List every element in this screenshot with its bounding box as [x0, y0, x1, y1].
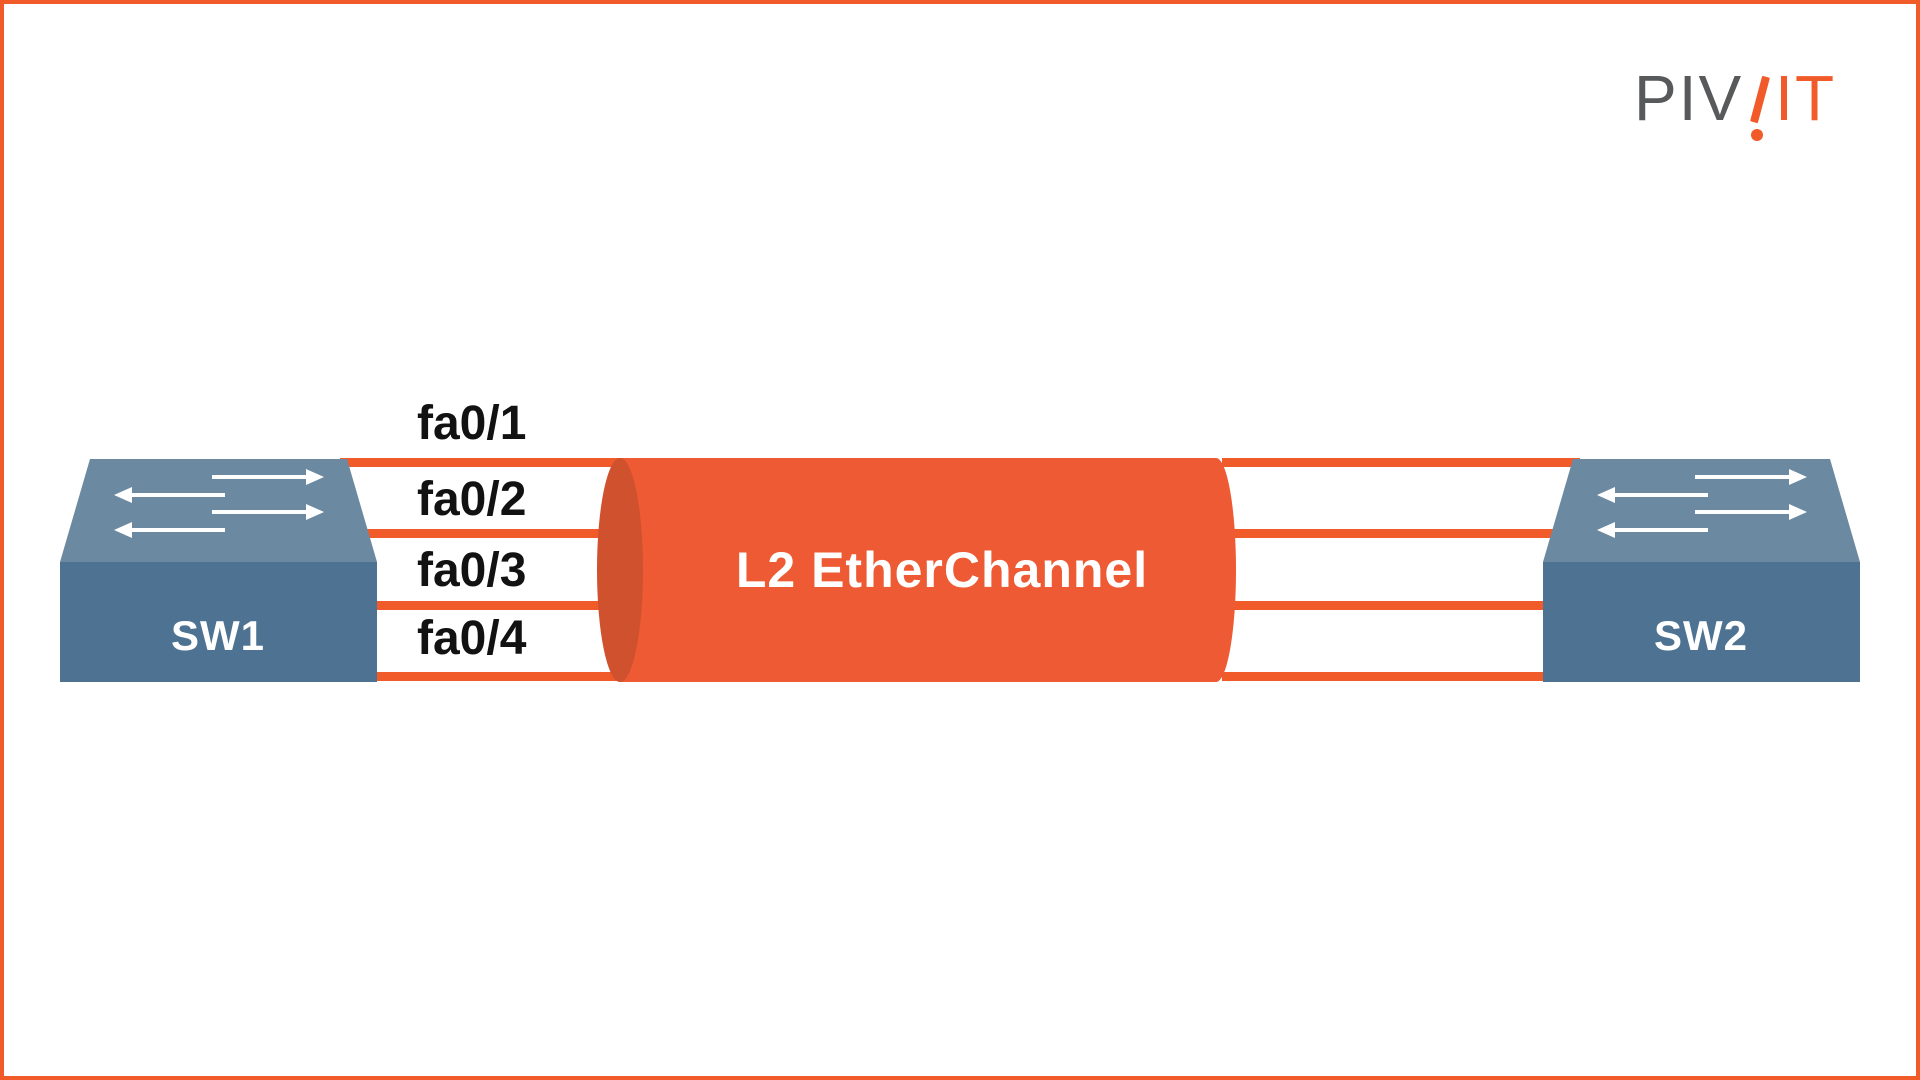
switch-sw2: SW2	[1543, 459, 1860, 682]
port-label-fa0-2: fa0/2	[417, 473, 527, 526]
logo-exclamation-bar	[1750, 75, 1771, 124]
traffic-arrow-right-icon	[212, 469, 324, 485]
logo-exclamation-dot	[1751, 129, 1764, 141]
logo-exclamation-icon	[1749, 66, 1771, 146]
switch-front-face	[60, 562, 377, 682]
traffic-arrow-right-icon	[212, 504, 324, 520]
link-line-right-4	[1222, 672, 1580, 681]
link-line-left-fa0-1	[340, 458, 642, 467]
etherchannel-label: L2 EtherChannel	[735, 542, 1149, 598]
link-line-left-fa0-3	[340, 601, 642, 610]
traffic-arrow-right-icon	[1695, 469, 1807, 485]
switch-label: SW2	[1654, 612, 1748, 659]
traffic-arrow-left-icon	[1597, 522, 1708, 538]
etherchannel-cylinder: L2 EtherChannel	[620, 458, 1236, 682]
traffic-arrow-left-icon	[1597, 487, 1708, 503]
traffic-arrow-right-icon	[1695, 504, 1807, 520]
traffic-arrow-left-icon	[114, 487, 225, 503]
port-label-fa0-3: fa0/3	[417, 544, 527, 597]
logo-text-gray: PIV	[1634, 62, 1744, 134]
port-label-fa0-4: fa0/4	[417, 612, 527, 665]
traffic-arrow-left-icon	[114, 522, 225, 538]
switch-label: SW1	[171, 612, 265, 659]
link-line-left-fa0-4	[340, 672, 642, 681]
etherchannel-cylinder-end-cap	[597, 458, 643, 682]
switch-front-face	[1543, 562, 1860, 682]
pivit-logo: PIV IT	[1634, 66, 1836, 146]
link-line-left-fa0-2	[340, 529, 642, 538]
logo-text-orange: IT	[1775, 62, 1837, 134]
port-label-fa0-1: fa0/1	[417, 397, 527, 450]
link-line-right-2	[1222, 529, 1580, 538]
switch-sw1: SW1	[60, 459, 377, 682]
link-line-right-1	[1222, 458, 1580, 467]
link-line-right-3	[1222, 601, 1580, 610]
